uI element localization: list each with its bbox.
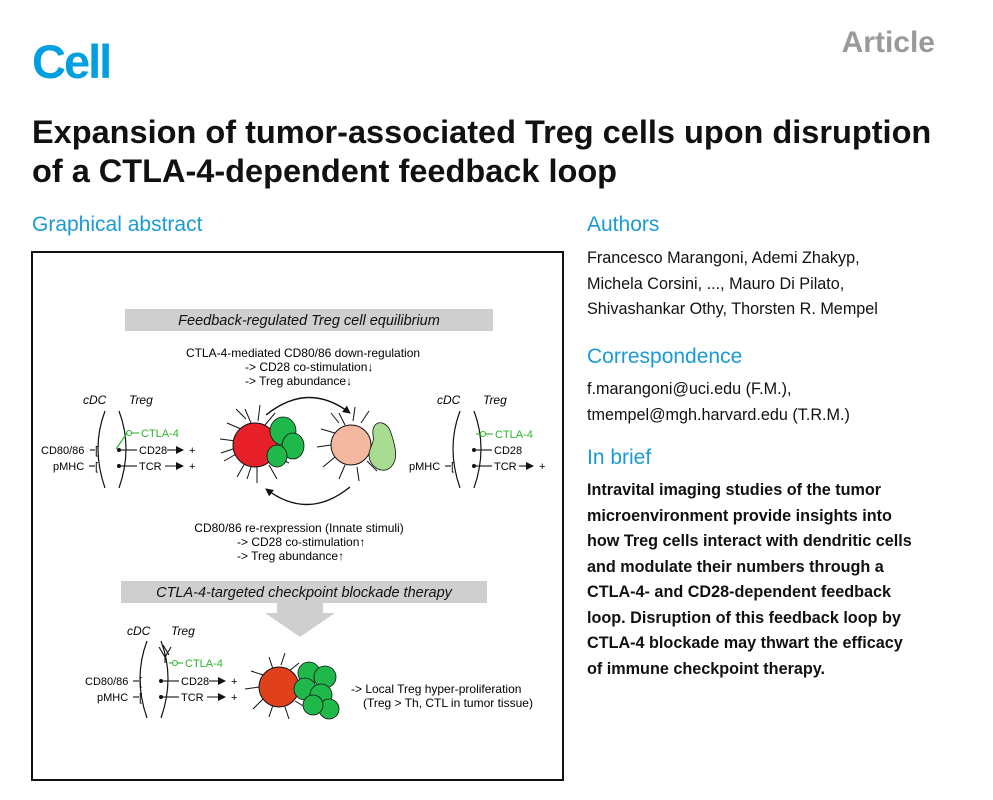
treg-label-right: Treg <box>483 393 507 407</box>
cd8086-label-left: CD80/86 <box>41 445 84 457</box>
bottom-banner-text: CTLA-4-targeted checkpoint blockade ther… <box>156 585 453 601</box>
dendritic-cell-orange <box>244 652 306 720</box>
article-type-label: Article <box>841 26 935 59</box>
bottom-desc-line3: -> Treg abundance↑ <box>237 549 344 563</box>
correspondence-email[interactable]: f.marangoni@uci.edu (F.M.), <box>587 380 792 398</box>
correspondence-email[interactable]: tmempel@mgh.harvard.edu (T.R.M.) <box>587 405 850 424</box>
top-banner-text: Feedback-regulated Treg cell equilibrium <box>178 313 440 329</box>
cycle-arrow-top <box>265 396 351 416</box>
ctla4-label-right: CTLA-4 <box>495 429 533 441</box>
ctla4-receptor-right <box>476 430 493 438</box>
in-brief-line: loop. Disruption of this feedback loop b… <box>587 608 901 627</box>
in-brief-line: microenvironment provide insights into <box>587 506 892 525</box>
pmhc-label-bottom: pMHC <box>97 692 128 704</box>
cd28-label-bottom: CD28 <box>181 676 209 688</box>
dendritic-cell-red <box>219 404 290 483</box>
ctla4-label-left: CTLA-4 <box>141 428 179 440</box>
tcr-plus-bottom: + <box>231 692 237 704</box>
in-brief-line: of immune checkpoint therapy. <box>587 659 826 678</box>
cdc-label-bottom: cDC <box>127 624 151 638</box>
treg-membrane-bottom <box>160 640 169 719</box>
cdc-label-right: cDC <box>437 393 461 407</box>
cd8086-bracket-left: [ <box>95 445 98 457</box>
cd28-plus-left: + <box>189 445 195 457</box>
correspondence-list: f.marangoni@uci.edu (F.M.), tmempel@mgh.… <box>587 377 850 428</box>
treg-cell-green <box>266 416 305 468</box>
dendritic-cell-pink <box>316 406 378 482</box>
in-brief-heading: In brief <box>587 446 652 469</box>
treg-label-bottom: Treg <box>171 624 195 638</box>
top-desc-line3: -> Treg abundance↓ <box>245 374 352 388</box>
journal-logo: Cell <box>32 35 112 88</box>
graphical-abstract-figure: Feedback-regulated Treg cell equilibrium… <box>31 251 564 781</box>
tcr-label-left: TCR <box>139 461 162 473</box>
correspondence-heading: Correspondence <box>587 345 743 368</box>
svg-text:[: [ <box>95 461 98 473</box>
cd28-plus-bottom: + <box>231 676 237 688</box>
in-brief-line: Intravital imaging studies of the tumor <box>587 481 882 499</box>
paper-title: Expansion of tumor-associated Treg cells… <box>32 114 932 189</box>
pmhc-label-right: pMHC <box>409 461 440 473</box>
cd28-label-right: CD28 <box>494 445 522 457</box>
ctla4-receptor-bottom <box>169 659 183 667</box>
bottom-desc-line2: -> CD28 co-stimulation↑ <box>237 535 365 549</box>
cdc-membrane-right <box>452 410 461 489</box>
cd8086-label-bottom: CD80/86 <box>85 676 128 688</box>
cycle-arrow-bottom <box>265 486 351 506</box>
svg-text:[: [ <box>451 461 454 473</box>
in-brief-text: Intravital imaging studies of the tumor … <box>587 478 912 682</box>
authors-heading: Authors <box>587 213 660 236</box>
cdc-membrane-bottom <box>139 640 148 719</box>
in-brief-line: how Treg cells interact with dendritic c… <box>587 532 912 550</box>
bottom-desc-line1: CD80/86 re-rexpression (Innate stimuli) <box>194 521 403 535</box>
ctla4-label-bottom: CTLA-4 <box>185 658 223 670</box>
svg-text:[: [ <box>139 692 142 704</box>
cdc-label-left: cDC <box>83 393 107 407</box>
in-brief-line: CTLA-4 blockade may thwart the efficacy <box>587 634 903 652</box>
top-banner <box>125 309 493 331</box>
bottom-banner <box>121 581 487 603</box>
cd28-label-left: CD28 <box>139 445 167 457</box>
treg-membrane-left <box>118 410 127 489</box>
svg-text:[: [ <box>139 676 142 688</box>
in-brief-line: CTLA-4- and CD28-dependent feedback <box>587 583 892 601</box>
pmhc-label-left: pMHC <box>53 461 84 473</box>
authors-line: Shivashankar Othy, Thorsten R. Mempel <box>587 300 878 318</box>
tcr-label-bottom: TCR <box>181 692 204 704</box>
authors-list: Francesco Marangoni, Ademi Zhakyp, Miche… <box>587 246 878 323</box>
anti-ctla4-antibody <box>158 644 172 663</box>
cdc-membrane-left <box>97 410 106 489</box>
treg-cell-cluster <box>293 661 340 720</box>
outcome-line1: -> Local Treg hyper-proliferation <box>351 682 521 696</box>
treg-cell-light-green <box>368 422 396 471</box>
treg-label-left: Treg <box>129 393 153 407</box>
authors-line: Francesco Marangoni, Ademi Zhakyp, <box>587 249 860 267</box>
down-arrow <box>265 603 335 637</box>
top-desc-line2: -> CD28 co-stimulation↓ <box>245 360 373 374</box>
graphical-abstract-heading: Graphical abstract <box>32 213 203 236</box>
tcr-plus-left: + <box>189 461 195 473</box>
outcome-line2: (Treg > Th, CTL in tumor tissue) <box>363 696 533 710</box>
ctla4-receptor-left <box>115 429 139 450</box>
authors-line: Michela Corsini, ..., Mauro Di Pilato, <box>587 274 845 293</box>
graphical-abstract-svg: Feedback-regulated Treg cell equilibrium… <box>41 309 545 720</box>
top-desc-line1: CTLA-4-mediated CD80/86 down-regulation <box>186 346 420 360</box>
tcr-plus-right: + <box>539 461 545 473</box>
treg-membrane-right <box>473 410 482 489</box>
tcr-label-right: TCR <box>494 461 517 473</box>
in-brief-line: and modulate their numbers through a <box>587 557 884 576</box>
